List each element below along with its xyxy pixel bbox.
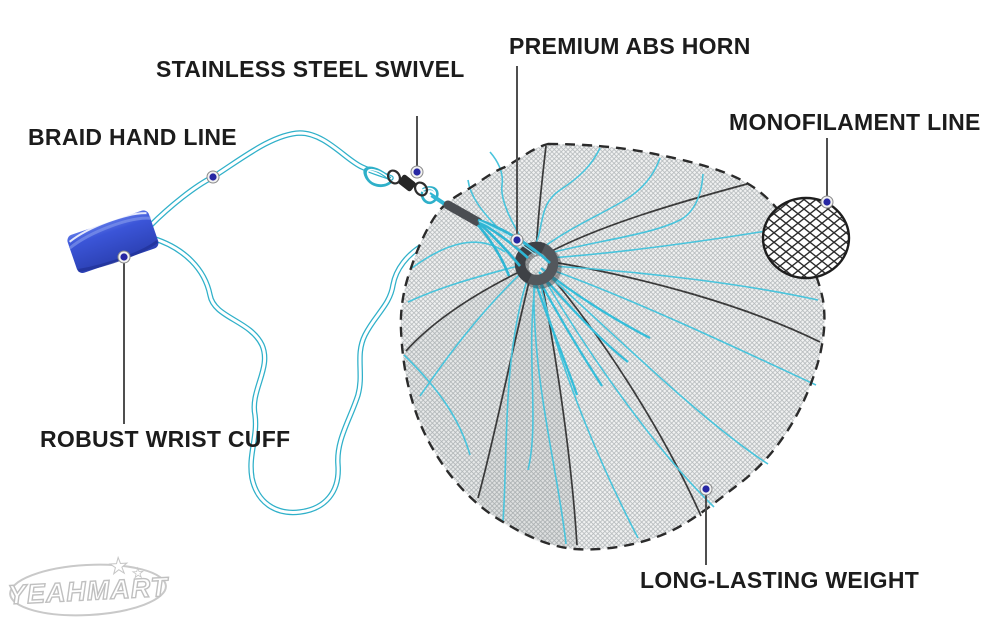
swivel-and-horn-assembly — [363, 166, 562, 289]
braid-anchor-dot — [206, 170, 220, 184]
net-lead-line-edge — [399, 142, 826, 551]
label-braid-hand-line: BRAID HAND LINE — [28, 124, 237, 150]
label-premium-abs-horn: PREMIUM ABS HORN — [509, 33, 751, 59]
label-robust-wrist-cuff: ROBUST WRIST CUFF — [40, 426, 291, 452]
wrist-cuff — [67, 210, 159, 273]
swivel-anchor-dot — [410, 165, 424, 179]
brand-watermark: ★ ★ YEAHMART — [6, 553, 171, 617]
stainless-steel-swivel-icon — [386, 169, 429, 197]
cast-net — [399, 142, 826, 551]
braid-hand-line-rope — [147, 130, 423, 516]
cuff-anchor-dot — [117, 250, 131, 264]
callout-lines — [123, 66, 828, 565]
watermark-star-icon-small: ★ — [132, 566, 144, 582]
line-bundle-highlight — [478, 220, 537, 256]
net-mesh — [400, 144, 825, 550]
label-stainless-steel-swivel: STAINLESS STEEL SWIVEL — [156, 56, 465, 82]
watermark-star-icon: ★ — [108, 554, 129, 580]
net-mono-lines — [403, 147, 819, 545]
abs-horn-ring-icon — [514, 241, 562, 289]
monofilament-magnifier-icon — [761, 196, 851, 280]
horn-anchor-dot — [510, 233, 524, 247]
net-shade-left — [404, 270, 526, 499]
rope-sleeve — [443, 200, 483, 227]
label-long-lasting-weight: LONG-LASTING WEIGHT — [640, 567, 920, 593]
weight-anchor-dot — [699, 482, 713, 496]
mono-anchor-dot — [820, 195, 834, 209]
anchor-dots — [117, 165, 834, 496]
net-shade-bottom — [477, 268, 578, 547]
label-monofilament-line: MONOFILAMENT LINE — [729, 109, 981, 135]
